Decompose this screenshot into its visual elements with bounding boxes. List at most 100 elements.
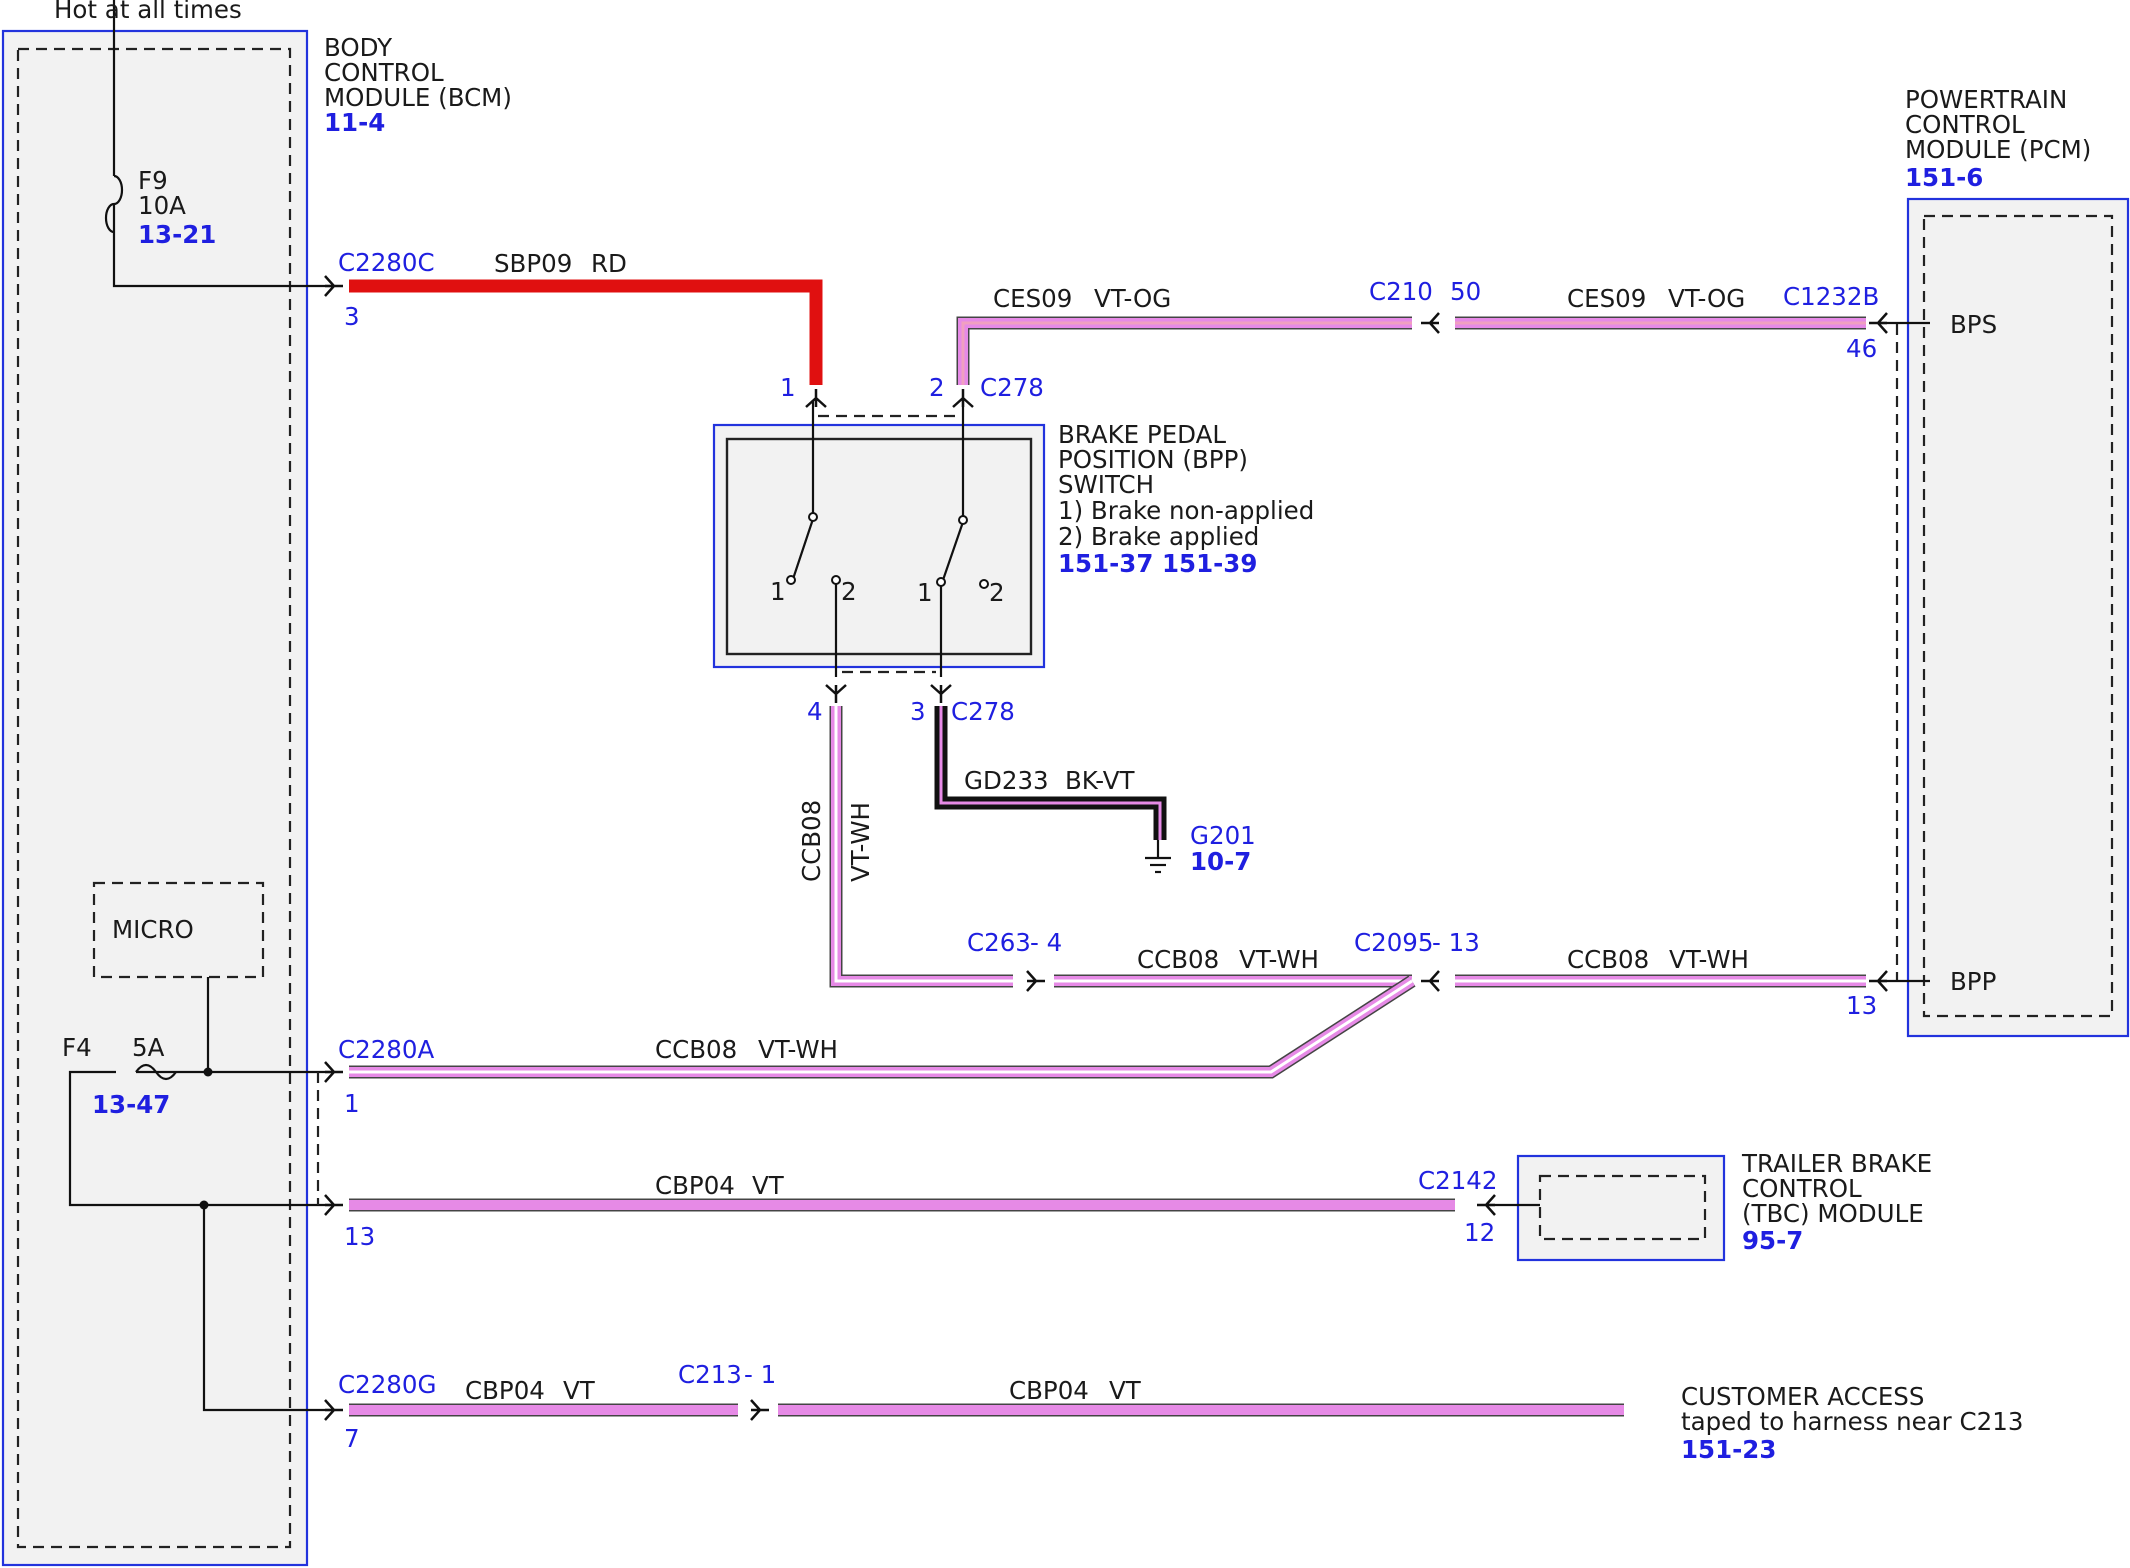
tbc-title-line2: CONTROL — [1742, 1174, 1862, 1203]
c2280g-pin: 7 — [344, 1424, 360, 1453]
wire-ccb08-v — [829, 706, 1013, 988]
c1232b-pin46: 46 — [1846, 334, 1877, 363]
wire-cbp04-circuit-b: CBP04 — [465, 1376, 545, 1405]
c213-chevron — [750, 1399, 769, 1421]
ground-ref: 10-7 — [1190, 847, 1251, 876]
switch-a-pos1: 1 — [770, 577, 786, 606]
c278-pin3: 3 — [910, 697, 926, 726]
wire-ccb08-circuit-c: CCB08 — [655, 1035, 737, 1064]
wire-gd233 — [934, 706, 1167, 840]
fuse-f9-rating: 10A — [138, 191, 186, 220]
c278-pin1: 1 — [780, 373, 796, 402]
c2280g-label: C2280G — [338, 1370, 436, 1399]
ground-name: G201 — [1190, 821, 1256, 850]
wire-cbp04-circuit-a: CBP04 — [655, 1171, 735, 1200]
bpp-title-line3: SWITCH — [1058, 470, 1154, 499]
bcm-title-line1: BODY — [324, 33, 393, 62]
wire-cbp04-color-c: VT — [1109, 1376, 1142, 1405]
micro-block — [92, 881, 265, 979]
wire-ces09-a — [956, 316, 1412, 385]
switch-b-pos1: 1 — [917, 578, 933, 607]
fuse-f9-name: F9 — [138, 166, 168, 195]
wire-gd233-color: BK-VT — [1065, 766, 1135, 795]
bcm-title-line3: MODULE (BCM) — [324, 83, 512, 112]
c263-label: C263 — [967, 928, 1031, 957]
pcm-title-line2: CONTROL — [1905, 110, 2025, 139]
c2280a-pin: 1 — [344, 1089, 360, 1118]
c2095-label: C2095 — [1354, 928, 1433, 957]
tbc-ref: 95-7 — [1742, 1226, 1803, 1255]
wire-ccb08-color-b: VT-WH — [1669, 945, 1749, 974]
bcm-title: BODY CONTROL MODULE (BCM) 11-4 — [324, 33, 512, 137]
wire-sbp09 — [349, 279, 823, 385]
tbc-title: TRAILER BRAKE CONTROL (TBC) MODULE 95-7 — [1741, 1149, 1932, 1255]
c278-pin4: 4 — [807, 697, 823, 726]
wire-ccb08-color-v: VT-WH — [846, 802, 875, 882]
bcm-module — [1, 29, 309, 1567]
customer-access-ref: 151-23 — [1681, 1435, 1776, 1464]
wire-ces09-color-b: VT-OG — [1668, 284, 1745, 313]
c1232b-label: C1232B — [1783, 282, 1879, 311]
wire-ces09-circuit-b: CES09 — [1567, 284, 1646, 313]
pcm-title-line3: MODULE (PCM) — [1905, 135, 2091, 164]
c2280g-chevron — [324, 1399, 343, 1421]
pcm-pin-bps: BPS — [1950, 310, 1997, 339]
bpp-title-line2: POSITION (BPP) — [1058, 445, 1248, 474]
wire-ces09-circuit-a: CES09 — [993, 284, 1072, 313]
c210-label: C210 — [1369, 277, 1433, 306]
c210-chevron — [1421, 312, 1440, 334]
c1232b-pin13: 13 — [1846, 991, 1877, 1020]
c213-label: C213 — [678, 1360, 742, 1389]
fuse-f4-ref: 13-47 — [92, 1090, 170, 1119]
tbc-title-line1: TRAILER BRAKE — [1741, 1149, 1932, 1178]
wire-gd233-circuit: GD233 — [964, 766, 1049, 795]
fuse-f4-rating: 5A — [132, 1033, 165, 1062]
wire-sbp09-circuit: SBP09 — [494, 249, 572, 278]
wire-ccb08-c — [349, 975, 1416, 1079]
customer-access-line1: CUSTOMER ACCESS — [1681, 1382, 1924, 1411]
pcm-title: POWERTRAIN CONTROL MODULE (PCM) 151-6 — [1905, 85, 2091, 192]
customer-access-line2: taped to harness near C213 — [1681, 1407, 2023, 1436]
wire-harness — [349, 279, 1866, 1417]
customer-access-label: CUSTOMER ACCESS taped to harness near C2… — [1681, 1382, 2023, 1464]
switch-a-pos2: 2 — [841, 577, 857, 606]
c278-pin4-chevron — [825, 684, 847, 703]
c278-label-top: C278 — [980, 373, 1044, 402]
pcm-pin-bpp: BPP — [1950, 967, 1996, 996]
bcm-ref: 11-4 — [324, 108, 385, 137]
power-label: Hot at all times — [54, 0, 242, 24]
c2280c-chevron — [324, 275, 343, 297]
wire-cbp04-color-b: VT — [563, 1376, 596, 1405]
wire-sbp09-color: RD — [591, 249, 627, 278]
c278-label-bottom: C278 — [951, 697, 1015, 726]
c2280c-label: C2280C — [338, 248, 435, 277]
bpp-title-line5: 2) Brake applied — [1058, 522, 1259, 551]
c278-pin3-chevron — [930, 684, 952, 703]
c278-pin2: 2 — [929, 373, 945, 402]
bpp-title-line1: BRAKE PEDAL — [1058, 420, 1226, 449]
switch-b-pos2: 2 — [989, 578, 1005, 607]
wire-ccb08-color-c: VT-WH — [758, 1035, 838, 1064]
micro-label: MICRO — [112, 915, 194, 944]
wire-cbp04-color-a: VT — [752, 1171, 785, 1200]
bpp-switch-title: BRAKE PEDAL POSITION (BPP) SWITCH 1) Bra… — [1058, 420, 1314, 578]
c213-pin: - 1 — [744, 1360, 776, 1389]
bcm-title-line2: CONTROL — [324, 58, 444, 87]
wire-ccb08-circuit-v: CCB08 — [797, 800, 826, 882]
wire-ces09-color-a: VT-OG — [1094, 284, 1171, 313]
c263-chevron — [1026, 970, 1045, 992]
c210-pin: 50 — [1450, 277, 1481, 306]
fuse-f4-name: F4 — [62, 1033, 92, 1062]
c2280c-pin: 3 — [344, 302, 360, 331]
c2280a-label: C2280A — [338, 1035, 434, 1064]
c2280a-13-chevron — [324, 1194, 343, 1216]
bpp-ref2: 151-39 — [1162, 549, 1257, 578]
pcm-title-line1: POWERTRAIN — [1905, 85, 2067, 114]
c2280a-chevron — [324, 1061, 343, 1083]
c2142-label: C2142 — [1418, 1166, 1497, 1195]
c263-pin: - 4 — [1030, 928, 1062, 957]
bpp-ref1: 151-37 — [1058, 549, 1153, 578]
pcm-ref: 151-6 — [1905, 163, 1983, 192]
c2095-pin: - 13 — [1432, 928, 1480, 957]
c2280a-pin13: 13 — [344, 1222, 375, 1251]
